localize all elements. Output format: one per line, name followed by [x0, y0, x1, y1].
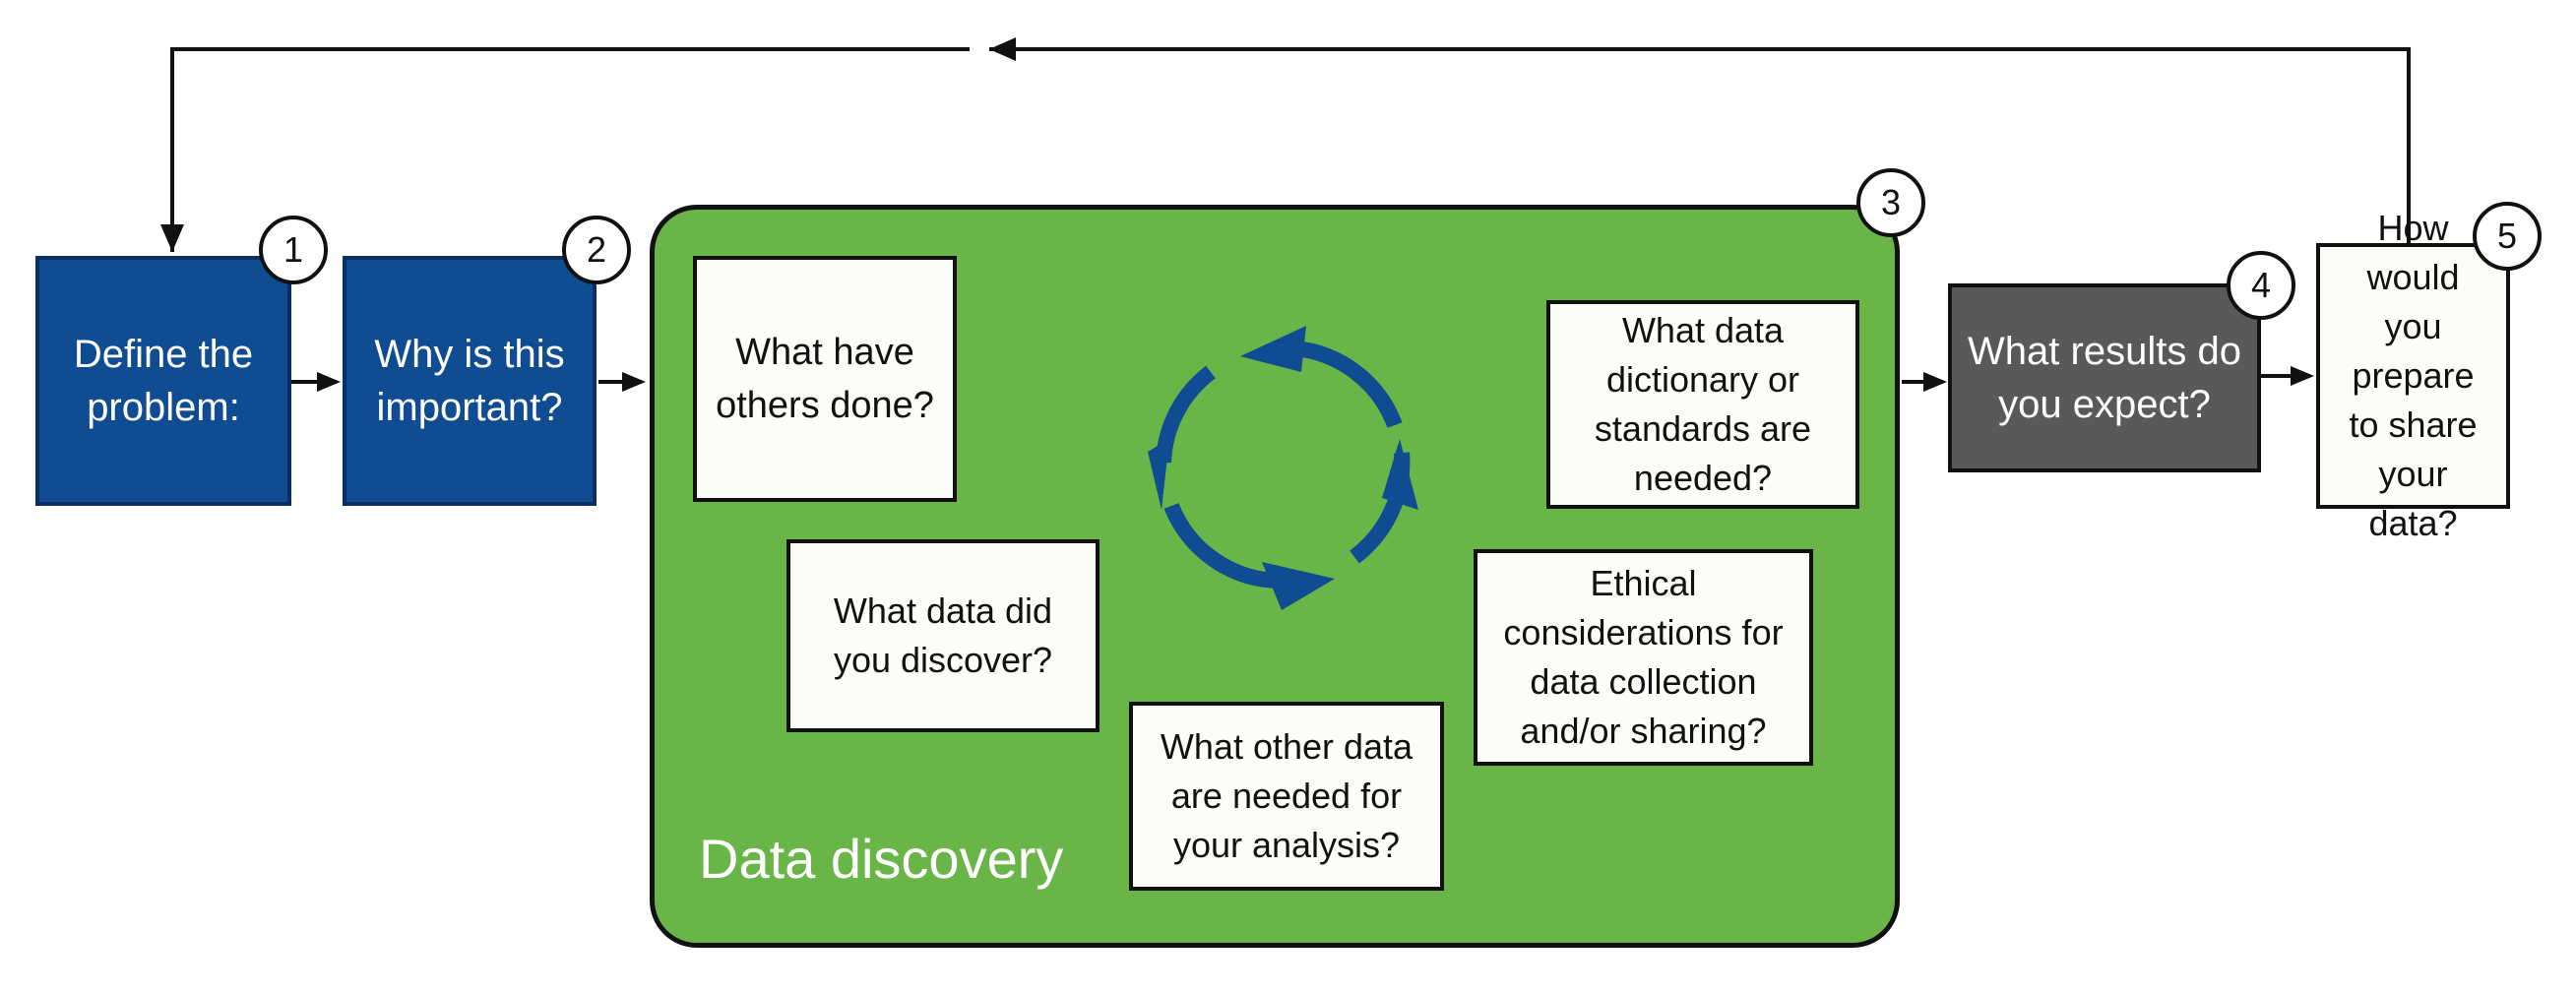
question-data-discovered: What data did you discover?	[786, 539, 1100, 732]
step-5-label: How would you prepare to share your data…	[2349, 208, 2478, 543]
step-5-box: How would you prepare to share your data…	[2316, 208, 2510, 543]
question-data-dictionary: What data dictionary or standards are ne…	[1546, 300, 1859, 509]
step-3-number: 3	[1856, 168, 1925, 237]
flow-arrow-2-3	[598, 372, 646, 392]
step-4-label: What results do you expect?	[1968, 330, 2241, 426]
data-discovery-title: Data discovery	[699, 828, 1064, 890]
flow-arrow-1-2	[291, 372, 341, 392]
step-1-box: Define the problem:	[35, 256, 291, 506]
step-1-label: Define the problem:	[73, 333, 254, 429]
step-4-number: 4	[2227, 251, 2295, 320]
step-2-label: Why is this important?	[374, 333, 565, 429]
step-2-number: 2	[562, 216, 631, 284]
step-2-box: Why is this important?	[343, 256, 597, 506]
flow-arrow-3-4	[1902, 372, 1947, 392]
step-5-number: 5	[2473, 202, 2542, 271]
flow-arrow-4-5	[2261, 366, 2314, 386]
cycle-arrows-icon	[1148, 326, 1418, 610]
step-4-box: What results do you expect?	[1948, 283, 2261, 472]
question-ethical-considerations: Ethical considerations for data collecti…	[1474, 549, 1813, 766]
question-other-data-needed: What other data are needed for your anal…	[1129, 702, 1444, 891]
feedback-loop-arrow	[160, 37, 2411, 252]
question-others-done: What have others done?	[693, 256, 957, 502]
step-1-number: 1	[259, 216, 328, 284]
